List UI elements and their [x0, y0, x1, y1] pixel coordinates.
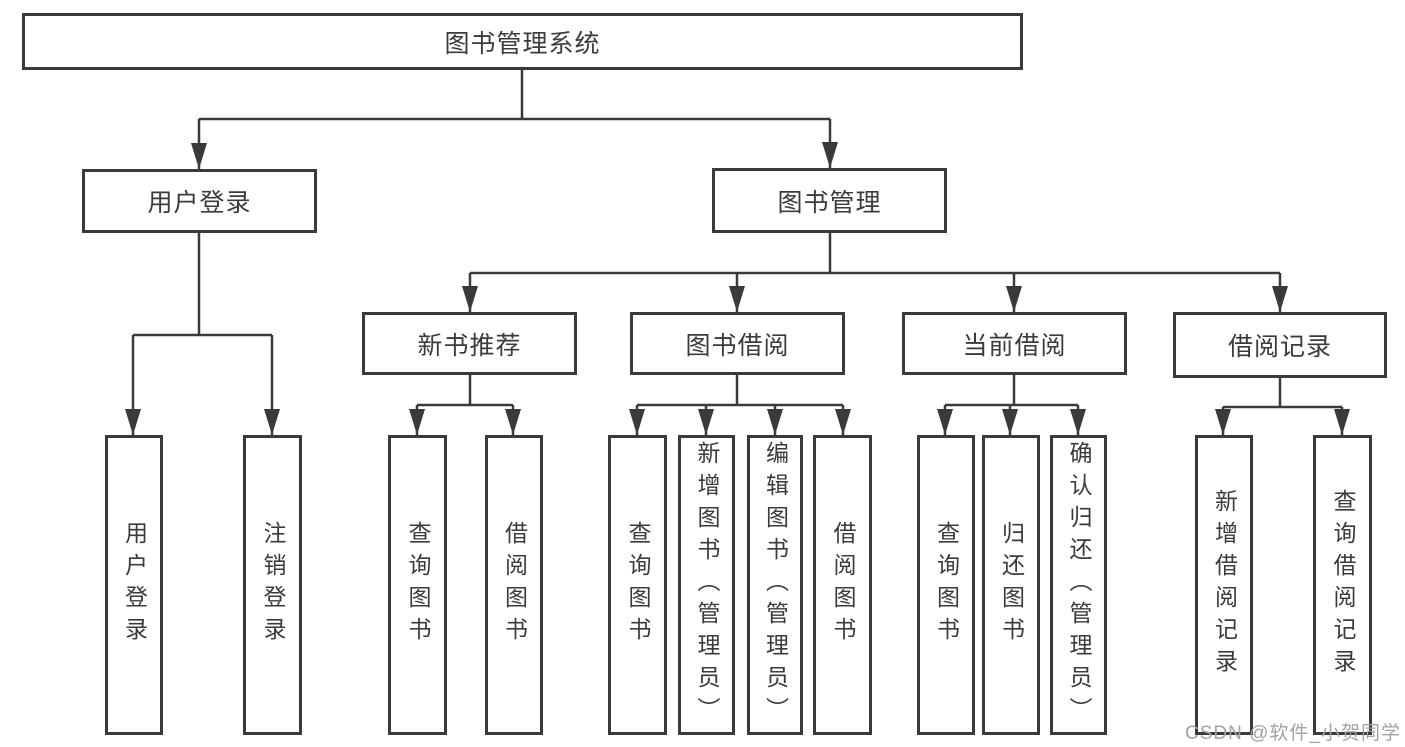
node-book-management: 图书管理 [712, 168, 947, 233]
arrow-down-icon [264, 409, 280, 435]
arrow-down-icon [505, 409, 521, 435]
arrow-down-icon [1070, 409, 1086, 435]
connector-user-login-children [131, 233, 274, 435]
node-label: 借阅图书 [830, 521, 856, 649]
node-label: 图书借阅 [685, 331, 790, 360]
arrow-down-icon [822, 142, 838, 168]
node-borrow-records: 借阅记录 [1173, 312, 1387, 378]
node-label: 注销登录 [260, 521, 286, 649]
leaf-query-borrow-record: 查询借阅记录 [1313, 435, 1372, 735]
node-label: 借阅图书 [501, 521, 528, 649]
node-label: 查询图书 [405, 521, 431, 649]
arrow-down-icon [835, 409, 851, 435]
connector-book-management-children [468, 233, 1282, 312]
leaf-confirm-return-admin: 确认归还（管理员） [1050, 435, 1107, 735]
arrow-down-icon [1272, 286, 1288, 312]
arrow-down-icon [629, 409, 645, 435]
arrow-down-icon [191, 143, 207, 169]
csdn-watermark: CSDN @软件_小贺同学 [1185, 723, 1401, 744]
node-label: 用户登录 [121, 521, 148, 649]
node-label: 归还图书 [998, 521, 1025, 649]
node-label: 新增借阅记录 [1211, 489, 1238, 681]
arrow-down-icon [729, 286, 745, 312]
arrow-down-icon [1215, 409, 1231, 435]
node-new-book-recommend: 新书推荐 [362, 312, 577, 375]
leaf-user-login: 用户登录 [105, 435, 163, 735]
node-book-borrow: 图书借阅 [630, 312, 845, 375]
connector-book-borrow-children [635, 375, 845, 435]
node-label: 当前借阅 [962, 331, 1067, 360]
node-label: 查询图书 [625, 521, 651, 649]
leaf-add-borrow-record: 新增借阅记录 [1195, 435, 1253, 735]
leaf-return-books: 归还图书 [982, 435, 1040, 735]
arrow-down-icon [125, 409, 141, 435]
node-label: 查询图书 [933, 521, 960, 649]
node-label: 查询借阅记录 [1330, 489, 1356, 681]
node-label: 新书推荐 [417, 331, 522, 360]
node-label: 借阅记录 [1227, 333, 1332, 361]
connector-root-to-level2 [197, 70, 832, 169]
node-label: 图书管理系统 [444, 29, 601, 58]
node-label: 编辑图书（管理员） [762, 441, 789, 729]
connector-borrow-records-children [1221, 378, 1344, 435]
node-user-login: 用户登录 [82, 169, 317, 233]
arrow-down-icon [409, 409, 425, 435]
node-root-system: 图书管理系统 [22, 13, 1023, 70]
connector-new-book-children [415, 375, 515, 435]
leaf-borrow-books-recommend: 借阅图书 [485, 435, 543, 735]
leaf-query-books-current: 查询图书 [917, 435, 975, 735]
arrow-down-icon [937, 409, 953, 435]
node-label: 图书管理 [777, 188, 882, 217]
leaf-borrow-books: 借阅图书 [813, 435, 872, 735]
arrow-down-icon [698, 409, 714, 435]
connector-current-borrow-children [943, 375, 1080, 435]
node-label: 用户登录 [147, 189, 252, 217]
arrow-down-icon [1334, 409, 1350, 435]
arrow-down-icon [1006, 286, 1022, 312]
leaf-query-books-recommend: 查询图书 [388, 435, 447, 735]
arrow-down-icon [1002, 409, 1018, 435]
leaf-query-books-borrow: 查询图书 [608, 435, 667, 735]
leaf-add-books-admin: 新增图书（管理员） [678, 435, 735, 735]
arrow-down-icon [462, 286, 478, 312]
node-current-borrow: 当前借阅 [902, 312, 1127, 375]
node-label: 确认归还（管理员） [1066, 441, 1092, 729]
leaf-edit-books-admin: 编辑图书（管理员） [747, 435, 803, 735]
leaf-logout: 注销登录 [243, 435, 302, 735]
arrow-down-icon [767, 409, 783, 435]
node-label: 新增图书（管理员） [694, 441, 720, 729]
